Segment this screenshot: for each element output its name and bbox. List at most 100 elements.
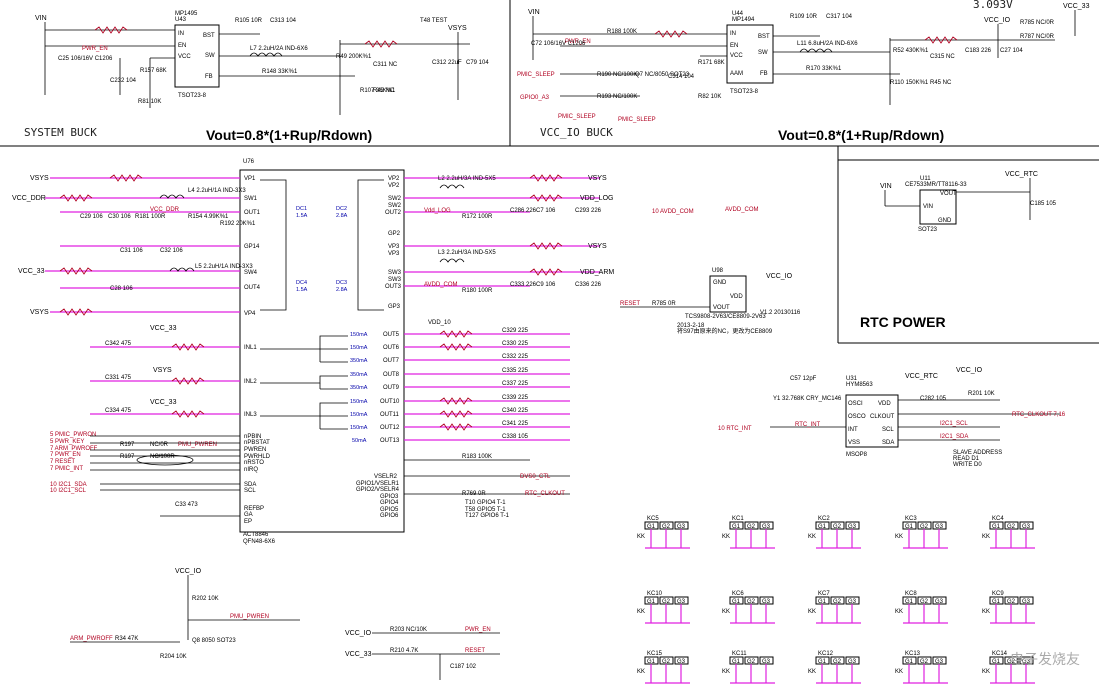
svg-text:R204 10K: R204 10K: [160, 654, 187, 660]
system-buck-title: SYSTEM BUCK: [24, 126, 97, 139]
svg-text:C183 226: C183 226: [965, 48, 992, 54]
svg-text:R45 NC: R45 NC: [930, 80, 952, 86]
svg-text:C342 475: C342 475: [105, 341, 132, 347]
svg-text:R107 36K%1: R107 36K%1: [360, 88, 396, 94]
svg-text:nIRQ: nIRQ: [244, 467, 258, 473]
key-pin-label: G2: [1007, 659, 1016, 665]
svg-text:R170 33K%1: R170 33K%1: [806, 66, 842, 72]
svg-text:MP1494: MP1494: [732, 17, 755, 23]
chip-u31: [845, 394, 899, 448]
svg-text:C286 226: C286 226: [510, 208, 537, 214]
key-pin-label: G3: [935, 599, 944, 605]
svg-text:R197: R197: [120, 442, 135, 448]
chip-u43: [174, 24, 220, 88]
key-pin-label: G3: [677, 599, 686, 605]
svg-text:OSCO: OSCO: [848, 414, 866, 420]
svg-text:INL1: INL1: [244, 345, 257, 351]
svg-text:U44: U44: [732, 11, 744, 17]
chip-u11: [919, 189, 957, 225]
svg-text:Vdd_LOG: Vdd_LOG: [424, 208, 451, 214]
svg-text:SCL: SCL: [244, 488, 256, 494]
svg-text:C339 225: C339 225: [502, 395, 529, 401]
svg-text:R82 10K: R82 10K: [698, 94, 721, 100]
svg-text:VSYS: VSYS: [30, 309, 49, 316]
svg-text:R202 10K: R202 10K: [192, 596, 219, 602]
pwr-en-block: VCC_IO R203 NC/10K PWR_EN VCC_33 R210 4.…: [345, 627, 500, 680]
key-label: KC7: [818, 591, 830, 597]
svg-text:U11: U11: [920, 176, 931, 182]
key-pin-label: G2: [920, 524, 929, 530]
svg-text:Vout=0.8*(1+Rup/Rdown): Vout=0.8*(1+Rup/Rdown): [778, 127, 944, 143]
vcc-io-buck-block: VCC_IO BUCK Vout=0.8*(1+Rup/Rdown) 3.093…: [517, 0, 1090, 143]
svg-text:C314 104: C314 104: [668, 74, 695, 80]
svg-text:PWREN: PWREN: [244, 447, 266, 453]
key-kk-label: KK: [895, 669, 903, 675]
svg-text:REFBP: REFBP: [244, 506, 264, 512]
watermark: 电子发烧友: [1010, 651, 1080, 667]
svg-text:C333 226: C333 226: [510, 282, 537, 288]
voltage-readout: 3.093V: [973, 0, 1013, 11]
key-label: KC9: [992, 591, 1004, 597]
svg-text:R785 0R: R785 0R: [652, 301, 676, 307]
svg-text:5 PMIC_PWRON: 5 PMIC_PWRON: [50, 432, 96, 438]
svg-text:AVDD_COM: AVDD_COM: [725, 207, 759, 213]
svg-text:C293 226: C293 226: [575, 208, 602, 214]
key-pin-label: G2: [662, 659, 671, 665]
key-pin-label: G2: [833, 599, 842, 605]
reset-block: U98 GND VDD VOUT TCS9808-2V63/CE8809-2V6…: [620, 207, 801, 335]
svg-text:1.5A: 1.5A: [296, 287, 308, 293]
svg-text:WRITE D0: WRITE D0: [953, 462, 982, 468]
svg-text:I2C1_SCL: I2C1_SCL: [940, 421, 968, 427]
svg-text:OUT10: OUT10: [380, 399, 400, 405]
svg-text:C29 106: C29 106: [80, 214, 103, 220]
svg-text:5 PWR_KEY: 5 PWR_KEY: [50, 439, 84, 445]
key-pin-label: G1: [647, 524, 656, 530]
svg-text:VSS: VSS: [848, 440, 860, 446]
key-pin-label: G2: [920, 599, 929, 605]
key-kk-label: KK: [808, 669, 816, 675]
svg-text:EN: EN: [730, 43, 738, 49]
svg-text:OUT8: OUT8: [383, 372, 400, 378]
svg-text:INT: INT: [848, 427, 858, 433]
chip-u44: [726, 24, 774, 84]
system-buck-formula: Vout=0.8*(1+Rup/Rdown): [206, 127, 372, 143]
key-pin-label: G2: [662, 524, 671, 530]
key-pin-label: G3: [677, 524, 686, 530]
svg-text:C33 473: C33 473: [175, 502, 198, 508]
svg-text:SW4: SW4: [244, 270, 258, 276]
svg-text:C330 225: C330 225: [502, 341, 529, 347]
key-pin-label: G1: [818, 524, 827, 530]
key-pin-label: G2: [1007, 524, 1016, 530]
svg-text:OUT11: OUT11: [380, 412, 400, 418]
svg-text:7 PWR_EN: 7 PWR_EN: [50, 452, 81, 458]
svg-text:INL3: INL3: [244, 412, 257, 418]
key-kk-label: KK: [982, 609, 990, 615]
svg-text:C31 106: C31 106: [120, 248, 143, 254]
svg-text:10 RTC_INT: 10 RTC_INT: [718, 426, 752, 432]
svg-text:VCC_IO BUCK: VCC_IO BUCK: [540, 126, 613, 139]
svg-text:C25 106/16V C1206: C25 106/16V C1206: [58, 56, 113, 62]
svg-text:SW: SW: [205, 53, 215, 59]
chip-u76: [239, 169, 405, 533]
svg-text:VSYS: VSYS: [448, 25, 467, 32]
svg-text:R52 430K%1: R52 430K%1: [893, 48, 929, 54]
key-pin-label: G1: [992, 659, 1001, 665]
svg-text:OUT5: OUT5: [383, 332, 400, 338]
svg-text:MP1495: MP1495: [175, 11, 198, 17]
svg-text:GPIO4: GPIO4: [380, 500, 399, 506]
svg-text:VCC_IO: VCC_IO: [956, 367, 983, 374]
key-pin-label: G2: [747, 599, 756, 605]
svg-text:OUT7: OUT7: [383, 358, 400, 364]
svg-text:PWR_EN: PWR_EN: [465, 627, 491, 633]
key-pin-label: G3: [848, 599, 857, 605]
svg-text:RTC_CLKOUT 7,16: RTC_CLKOUT 7,16: [1012, 412, 1066, 418]
svg-text:SCL: SCL: [882, 427, 894, 433]
svg-text:PWRHLD: PWRHLD: [244, 454, 271, 460]
svg-text:C7 106: C7 106: [536, 208, 556, 214]
svg-text:TSOT23-8: TSOT23-8: [730, 89, 759, 95]
